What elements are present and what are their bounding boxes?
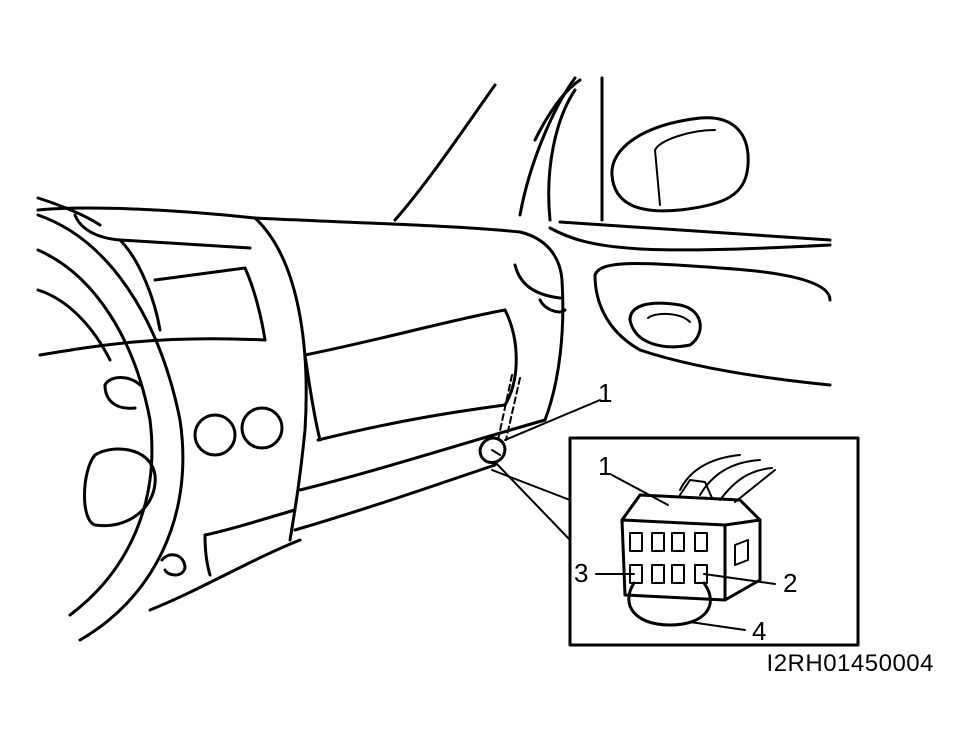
detail-box — [568, 436, 860, 647]
dashboard — [36, 196, 567, 612]
connector-location — [478, 436, 507, 464]
callout-1-detail: 1 — [598, 451, 612, 481]
a-pillar — [393, 76, 582, 222]
steering-wheel-icon — [36, 213, 187, 642]
detail-leaders — [491, 399, 601, 541]
connector-icon — [620, 454, 776, 627]
door-frame — [548, 76, 832, 252]
callout-4: 4 — [752, 616, 766, 646]
callout-1-main: 1 — [598, 378, 612, 408]
callout-3: 3 — [574, 558, 588, 588]
door-panel — [593, 262, 832, 387]
callout-leaders — [595, 474, 776, 631]
image-code-label: I2RH01450004 — [766, 650, 934, 677]
callout-2: 2 — [783, 568, 797, 598]
instrument-cluster — [38, 216, 308, 542]
side-mirror-icon — [610, 116, 750, 213]
